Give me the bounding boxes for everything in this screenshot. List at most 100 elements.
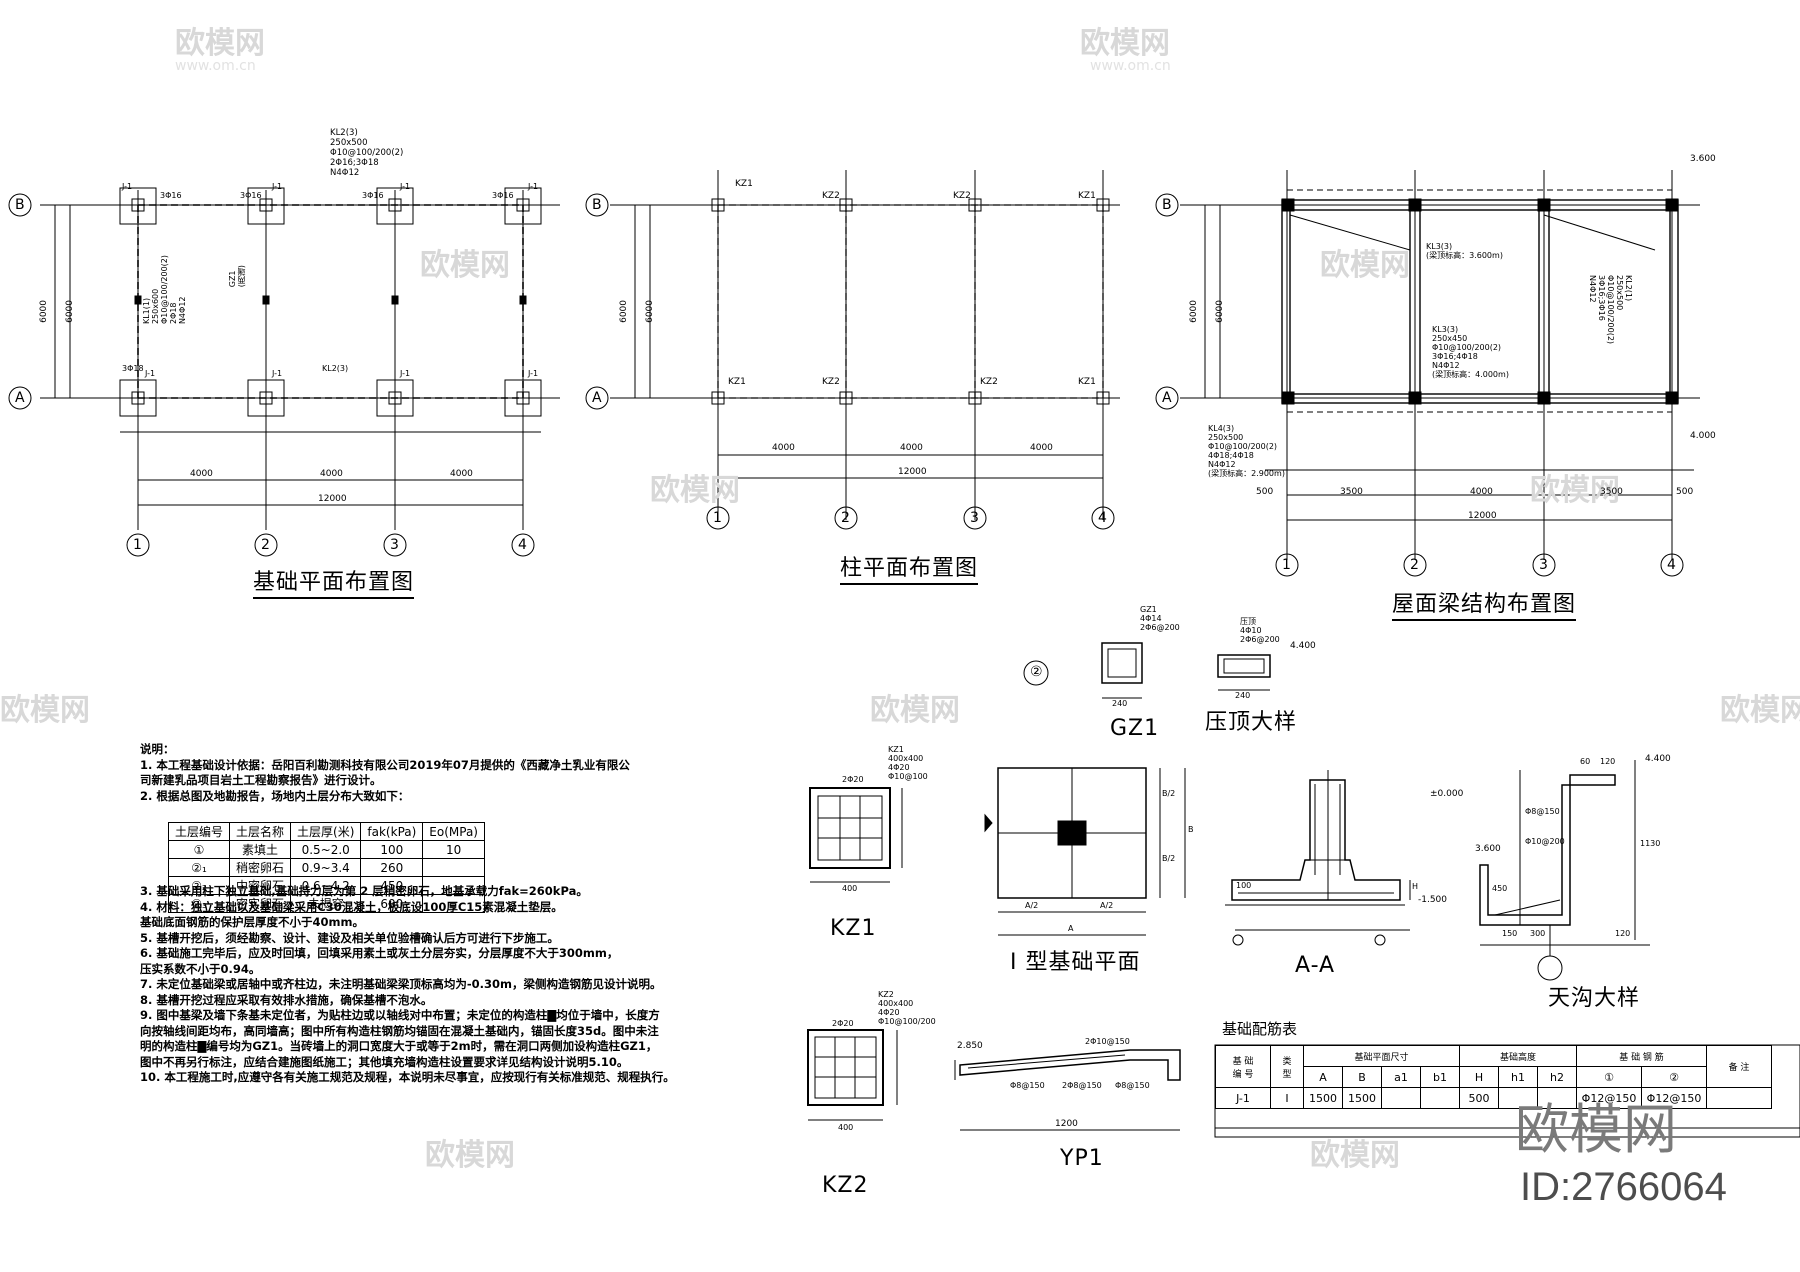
soil-cell	[422, 894, 485, 913]
yp1-elev: 2.850	[957, 1041, 983, 1051]
rebar-subheader: h2	[1537, 1066, 1577, 1088]
soil-cell: 0.6~4.2	[290, 876, 362, 895]
rebar-table: 基 础 编 号 类 型 基础平面尺寸 基础高度 基 础 钢 筋 备 注 A B …	[1215, 1045, 1772, 1109]
beam-label-kl2-top: KL2(3) 250x500 Φ10@100/200(2) 2Φ16;3Φ18 …	[330, 128, 404, 178]
watermark-brand: 欧模网	[1310, 1138, 1400, 1173]
rebar-cell	[1420, 1087, 1460, 1109]
soil-cell: 密实卵石	[229, 894, 292, 913]
note-line: 6. 基础施工完毕后，应及时回填，回填采用素土或灰土分层夯实，分层厚度不大于30…	[140, 946, 619, 960]
note-line: 向按轴线间距均布，高同墙高；图中所有构造柱钢筋均锚固在混凝土基础内，锚固长度35…	[140, 1023, 659, 1038]
rebar-subheader: a1	[1381, 1066, 1421, 1088]
kz1-label: KZ1	[1078, 377, 1096, 387]
note-line: 9. 图中基梁及墙下条基未定位者，为贴柱边或以轴线对中布置；未定位的构造柱▇均位…	[140, 1008, 660, 1022]
kz2-top: 2Φ20	[832, 1019, 854, 1028]
bar-label: 3Φ16	[240, 191, 262, 200]
watermark-brand: 欧模网	[1530, 473, 1620, 508]
soil-cell: 0.5~2.0	[290, 840, 362, 859]
soil-cell: 素填土	[229, 840, 292, 859]
gutter-title: 天沟大样	[1548, 986, 1641, 1011]
j1-label: J-1	[400, 369, 411, 378]
kz1-spec: KZ1 400x400 4Φ20 Φ10@100	[888, 745, 928, 781]
note-line: 7. 未定位基础梁或居轴中或齐柱边，未注明基础梁梁顶标高均为-0.30m，梁侧构…	[140, 977, 662, 991]
rebar-cell: 1500	[1303, 1087, 1343, 1109]
kz2-dim: 400	[838, 1123, 854, 1132]
yp1-bar: Φ8@150	[1115, 1081, 1150, 1090]
rebar-cell: 500	[1459, 1087, 1499, 1109]
roof-beam-plan	[1155, 170, 1700, 577]
watermark-url: www.om.cn	[1090, 58, 1171, 74]
note-line: 压实系数不小于0.94。	[140, 961, 261, 976]
soil-cell	[422, 876, 485, 895]
circle-2-label: ②	[1030, 664, 1043, 680]
axis-2-label: 2	[1410, 557, 1419, 573]
depth-dim: 6000	[65, 300, 75, 323]
roof-beam-plan-title: 屋面梁结构布置图	[1392, 594, 1577, 621]
bar-label: 3Φ16	[492, 191, 514, 200]
parapet-elev: 4.400	[1290, 641, 1316, 651]
rebar-cell: Φ12@150	[1576, 1087, 1642, 1109]
axis-3-label: 3	[970, 510, 979, 526]
kl1-label: KL1(1) 250x600 Φ10@100/200(2) 2Φ18 N4Φ12	[142, 255, 187, 325]
soil-header: 土层名称	[229, 822, 292, 841]
watermark-brand: 欧模网	[0, 693, 90, 728]
note-line: 图中不再另行标注，应结合建施图纸施工；其他填充墙构造柱设置要求详见结构设计说明5…	[140, 1054, 629, 1069]
note-line: 1. 本工程基础设计依据：岳阳百利勘测科技有限公司2019年07月提供的《西藏净…	[140, 757, 630, 772]
watermark-brand: 欧模网	[420, 248, 510, 283]
rebar-subheader: B	[1342, 1066, 1382, 1088]
soil-cell: 10	[422, 840, 485, 859]
note-line: 基础底面钢筋的保护层厚度不小于40mm。	[140, 915, 364, 929]
yp1-bar: 2Φ10@150	[1085, 1037, 1130, 1046]
axis-4-label: 4	[1098, 510, 1107, 526]
soil-cell: 0.9~3.4	[290, 858, 362, 877]
yp1-title: YP1	[1060, 1146, 1104, 1171]
axis-a-label: A	[592, 390, 602, 406]
gutter-dim: 300	[1530, 929, 1546, 938]
watermark-brand: 欧模网	[650, 473, 740, 508]
soil-cell: ②₃	[167, 894, 231, 913]
gutter-elev: 4.400	[1645, 754, 1671, 764]
j1-label: J-1	[400, 182, 411, 191]
yp1-dim: 1200	[1055, 1119, 1078, 1129]
kz2-label: KZ2	[980, 377, 998, 387]
span-dim: 4000	[450, 469, 473, 479]
note-line: 8. 基槽开挖过程应采取有效排水措施，确保基槽不泡水。	[140, 992, 433, 1007]
foundation-plan-title: 基础平面布置图	[253, 572, 415, 599]
kz2-label: KZ2	[822, 377, 840, 387]
soil-header: Eo(MPa)	[422, 822, 485, 841]
soil-cell: ②₂	[167, 876, 231, 895]
bar-label: 3Φ16	[160, 191, 182, 200]
soil-cell: 稍密卵石	[229, 858, 292, 877]
details	[807, 642, 1650, 1131]
note-line: 2. 根据总图及地勘报告，场地内土层分布大致如下：	[140, 788, 410, 803]
axis-1-label: 1	[133, 537, 142, 553]
kz2-label: KZ2	[822, 191, 840, 201]
j1-label: J-1	[272, 182, 283, 191]
ifound-b-half: B/2	[1162, 854, 1176, 863]
axis-b-label: B	[15, 197, 25, 213]
span-dim: 500	[1676, 487, 1694, 497]
yp1-bar: 2Φ8@150	[1062, 1081, 1102, 1090]
rebar-header: 基 础 编 号	[1215, 1045, 1271, 1088]
soil-cell	[422, 858, 485, 877]
ifound-a-half: A/2	[1100, 901, 1114, 910]
span-dim: 4000	[900, 443, 923, 453]
span-dim: 4000	[1030, 443, 1053, 453]
axis-3-label: 3	[390, 537, 399, 553]
parapet-title: 压顶大样	[1205, 710, 1298, 735]
axis-a-label: A	[15, 390, 25, 406]
axis-1-label: 1	[1282, 557, 1291, 573]
soil-cell: 未揭穿	[290, 894, 362, 913]
total-dim: 12000	[1468, 511, 1497, 521]
i-foundation-title: I 型基础平面	[1010, 950, 1141, 975]
axis-3-label: 3	[1539, 557, 1548, 573]
total-dim: 12000	[898, 467, 927, 477]
note-line: 司新建乳品项目岩土工程勘察报告》进行设计。	[140, 773, 382, 787]
gutter-elev2: 3.600	[1475, 844, 1501, 854]
j1-label: J-1	[272, 369, 283, 378]
j1-label: J-1	[122, 182, 133, 191]
parapet-dim: 240	[1235, 691, 1251, 700]
depth-dim: 6000	[39, 300, 49, 323]
soil-cell: ②₁	[167, 858, 231, 877]
aa-elev2: -1.500	[1418, 895, 1448, 905]
span-dim: 4000	[190, 469, 213, 479]
